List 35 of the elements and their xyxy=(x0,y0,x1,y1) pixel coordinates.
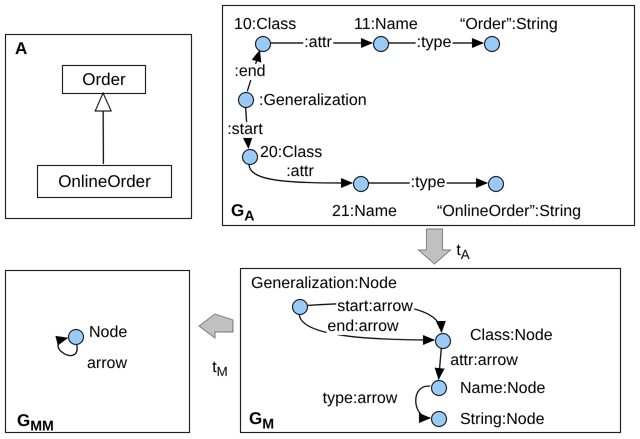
node-label: 11:Name xyxy=(354,16,418,34)
node-label: Class:Node xyxy=(470,327,553,345)
edge-label: t$_{A}$ xyxy=(455,242,471,264)
transformation-arrow xyxy=(417,228,452,265)
arrow xyxy=(434,348,445,380)
arrow xyxy=(55,337,78,356)
edge-label: type:arrow xyxy=(322,391,398,407)
panel-title: G$_{M}$ xyxy=(249,409,274,432)
transformation-arrow xyxy=(198,313,234,339)
node-label: :Generalization xyxy=(259,92,367,110)
node-label: “OnlineOrder”:String xyxy=(437,203,582,221)
node-label: 20:Class xyxy=(260,144,322,162)
panel-title: G$_{MM}$ xyxy=(17,411,54,434)
node-label: Name:Node xyxy=(460,380,546,398)
node-label: “Order”:String xyxy=(460,16,558,34)
class-box: Order xyxy=(62,65,146,94)
edge-label: :start xyxy=(226,122,264,138)
node-label: 10:Class xyxy=(234,16,296,34)
node-label: Node xyxy=(89,324,128,342)
panel-title: G$_{A}$ xyxy=(231,201,254,224)
panel-title: A xyxy=(15,39,28,59)
edge-label: :end xyxy=(233,64,267,80)
generalization-arrow xyxy=(94,92,112,164)
node-label: Generalization:Node xyxy=(251,275,397,293)
graph-panel xyxy=(5,34,192,219)
class-box: OnlineOrder xyxy=(37,165,172,198)
node-label: 21:Name xyxy=(332,203,397,221)
arrow xyxy=(298,314,435,345)
edge-label: t$_{M}$ xyxy=(211,360,229,380)
edge-label: :type xyxy=(416,35,452,51)
arrow xyxy=(415,386,431,422)
edge-label: end:arrow xyxy=(326,319,400,335)
node-label: String:Node xyxy=(460,411,544,429)
arrow xyxy=(248,164,353,188)
edge-label: :type xyxy=(410,175,446,191)
